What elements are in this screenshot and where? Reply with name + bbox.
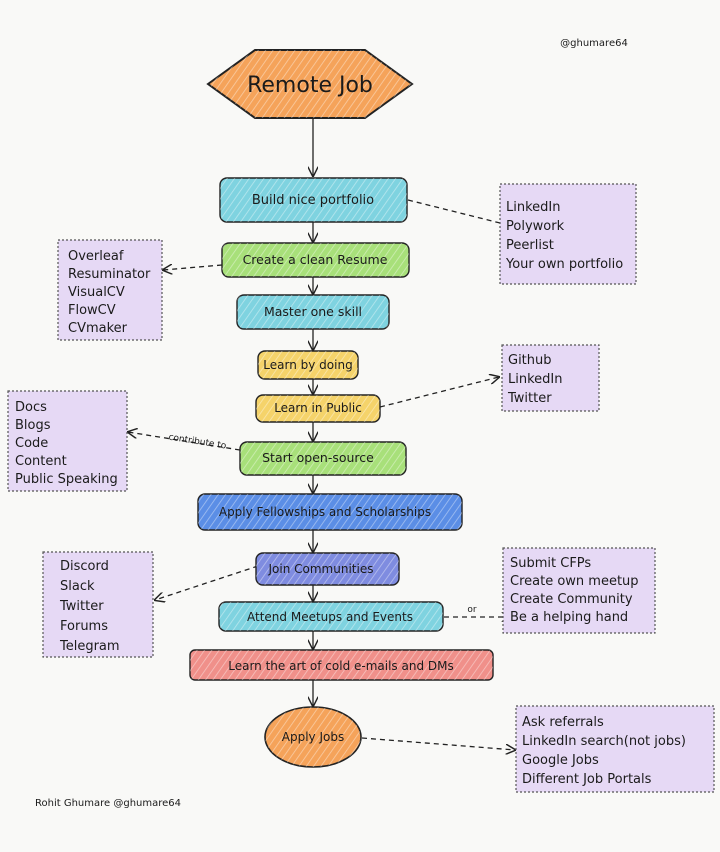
top-handle: @ghumare64 [560,38,628,49]
community-platform-item: Twitter [59,599,104,614]
resume-tool-item: FlowCV [68,303,116,318]
job-search-item: LinkedIn search(not jobs) [522,734,686,749]
event-action-item: Create own meetup [510,574,639,589]
resume-tool-item: VisualCV [68,285,125,300]
public-platform-item: Twitter [507,391,552,406]
event-action-item: Submit CFPs [510,556,591,571]
side-arrows [128,199,515,750]
box-contribute-targets: Docs Blogs Code Content Public Speaking [7,390,128,492]
author-credit: Rohit Ghumare @ghumare64 [35,798,181,809]
step-resume: Create a clean Resume [221,242,410,278]
community-platform-item: Discord [60,559,109,574]
step-opensource-label: Start open-source [262,450,374,465]
step-portfolio-label: Build nice portfolio [252,193,374,208]
start-node: Remote Job [206,49,414,119]
box-community-platforms: Discord Slack Twitter Forums Telegram [42,551,154,658]
portfolio-site-item: Peerlist [506,238,554,253]
portfolio-site-item: Your own portfolio [505,257,623,272]
step-doing-label: Learn by doing [263,358,352,372]
step-meetups-label: Attend Meetups and Events [247,610,413,624]
contribute-target-item: Public Speaking [15,472,118,487]
edge-label-contribute: contribute to [168,433,228,452]
step-master: Master one skill [236,294,390,330]
step-doing: Learn by doing [257,350,359,380]
step-meetups: Attend Meetups and Events [218,601,444,632]
contribute-target-item: Blogs [15,418,51,433]
portfolio-site-item: Polywork [506,219,565,234]
step-portfolio: Build nice portfolio [219,177,408,223]
contribute-target-item: Code [15,436,48,451]
community-platform-item: Telegram [59,639,120,654]
edge-label-or: or [467,605,477,615]
step-apply: Apply Jobs [264,706,362,768]
arrow-resume-tools [163,265,223,270]
box-job-search: Ask referrals LinkedIn search(not jobs) … [515,705,715,793]
resume-tool-item: Overleaf [68,249,124,264]
arrow-public-platforms [379,377,499,408]
box-public-platforms: Github LinkedIn Twitter [501,344,600,412]
job-search-item: Ask referrals [522,715,604,730]
event-action-item: Be a helping hand [510,610,628,625]
step-opensource: Start open-source [239,441,407,476]
step-fellowships: Apply Fellowships and Scholarships [197,493,463,531]
community-platform-item: Slack [60,579,95,594]
contribute-target-item: Docs [15,400,47,415]
public-platform-item: Github [508,353,552,368]
step-resume-label: Create a clean Resume [243,252,388,267]
arrow-apply-search [361,737,515,750]
resume-tool-item: CVmaker [68,321,128,336]
start-label: Remote Job [247,73,373,98]
step-coldmail-label: Learn the art of cold e-mails and DMs [228,659,453,673]
step-public-label: Learn in Public [274,401,362,415]
contribute-target-item: Content [15,454,67,469]
arrow-communities-platforms [155,565,259,600]
resume-tool-item: Resuminator [68,267,151,282]
step-public: Learn in Public [255,394,381,423]
public-platform-item: LinkedIn [508,372,562,387]
step-apply-label: Apply Jobs [282,730,344,744]
job-search-item: Google Jobs [522,753,599,768]
step-communities-label: Join Communities [268,562,374,576]
box-event-actions: Submit CFPs Create own meetup Create Com… [502,547,656,634]
step-coldmail: Learn the art of cold e-mails and DMs [189,649,494,681]
job-search-item: Different Job Portals [522,772,652,787]
community-platform-item: Forums [60,619,108,634]
step-communities: Join Communities [255,552,400,586]
event-action-item: Create Community [510,592,633,607]
box-resume-tools: Overleaf Resuminator VisualCV FlowCV CVm… [57,239,163,341]
arrow-portfolio-sites [407,199,512,226]
step-master-label: Master one skill [264,304,362,319]
arrow-opensource-contribute [128,432,241,451]
portfolio-site-item: LinkedIn [506,200,560,215]
box-portfolio-sites: LinkedIn Polywork Peerlist Your own port… [499,183,637,285]
step-fellowships-label: Apply Fellowships and Scholarships [219,505,431,519]
